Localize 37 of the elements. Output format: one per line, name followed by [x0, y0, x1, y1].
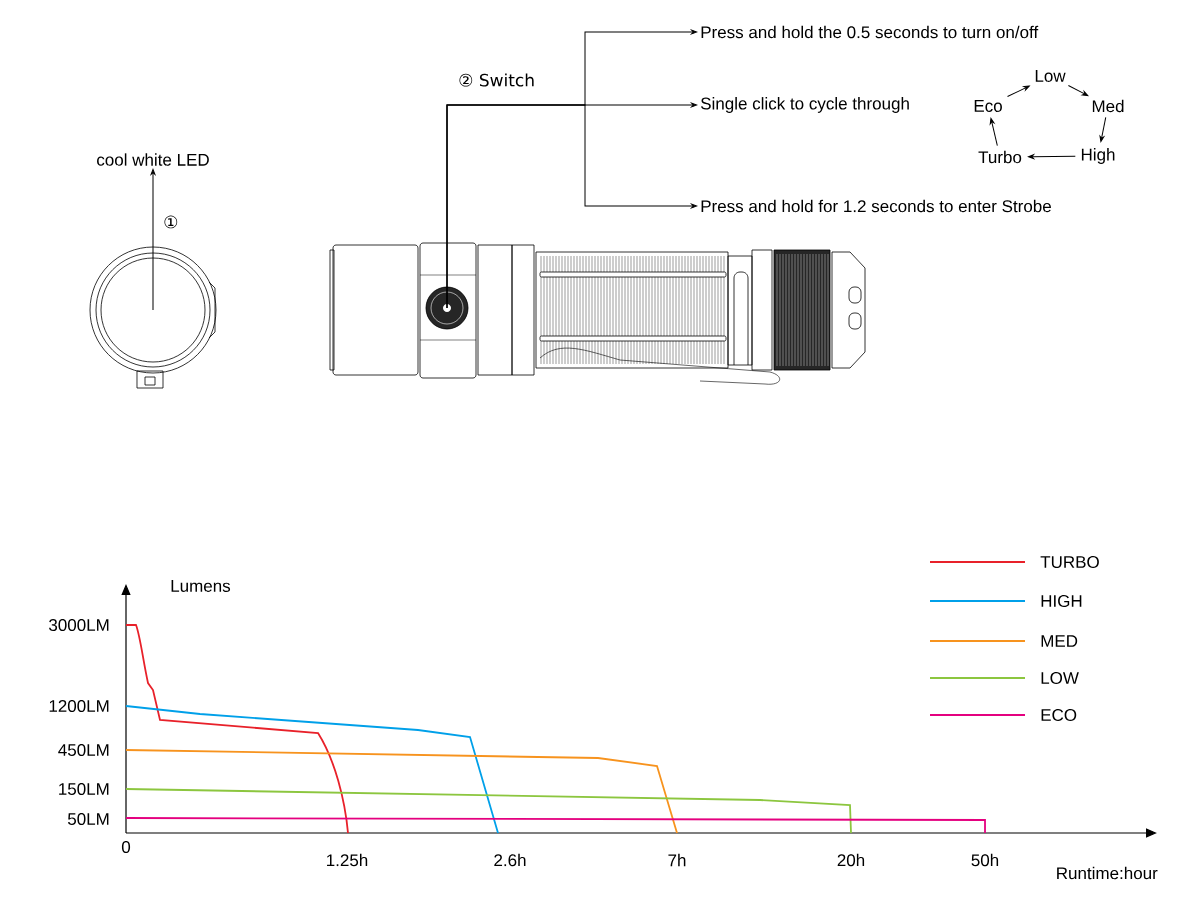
mode-label: Med	[1092, 99, 1124, 113]
arrow	[1067, 85, 1089, 97]
legend-label: MED	[1041, 635, 1078, 647]
tick-label: 0	[121, 841, 131, 854]
instruction-text: Press and hold for 1.2 seconds to enter Strobe	[701, 199, 1051, 213]
mode-label: Low	[1035, 70, 1066, 82]
tick-label: 50LM	[67, 813, 109, 826]
switch-label: ② Switch	[459, 73, 534, 87]
led-label: cool white LED	[97, 153, 209, 166]
arrow	[150, 168, 156, 311]
flashlight-drawing	[329, 242, 866, 385]
tick-label: 3000LM	[49, 619, 109, 632]
legend-label: HIGH	[1041, 595, 1082, 608]
tick-label: 450LM	[58, 744, 109, 757]
arrow	[1028, 154, 1076, 160]
flashlight-head-drawing	[89, 246, 217, 389]
arrow	[1007, 85, 1030, 98]
tick-label: 1.25h	[327, 853, 368, 867]
legend-label: TURBO	[1040, 556, 1099, 569]
mode-label: Eco	[974, 100, 1002, 112]
arrow	[989, 117, 998, 147]
tick-label: 1200LM	[49, 700, 109, 713]
axis-title: Lumens	[171, 580, 231, 592]
mode-label: Turbo	[978, 150, 1022, 164]
axis-title: Runtime:hour	[1057, 866, 1158, 880]
edge-label: ①	[164, 215, 178, 229]
legend-label: LOW	[1041, 672, 1079, 685]
tick-label: 7h	[668, 853, 686, 867]
tick-label: 2.6h	[494, 853, 526, 867]
tick-label: 20h	[837, 853, 865, 867]
arrow	[1099, 116, 1107, 143]
instruction-text: Press and hold the 0.5 seconds to turn on/off	[701, 25, 1039, 39]
instruction-text: Single click to cycle through	[701, 97, 909, 113]
mode-label: High	[1081, 148, 1115, 164]
legend-label: ECO	[1041, 709, 1077, 722]
tick-label: 150LM	[59, 783, 109, 796]
tick-label: 50h	[971, 853, 999, 867]
